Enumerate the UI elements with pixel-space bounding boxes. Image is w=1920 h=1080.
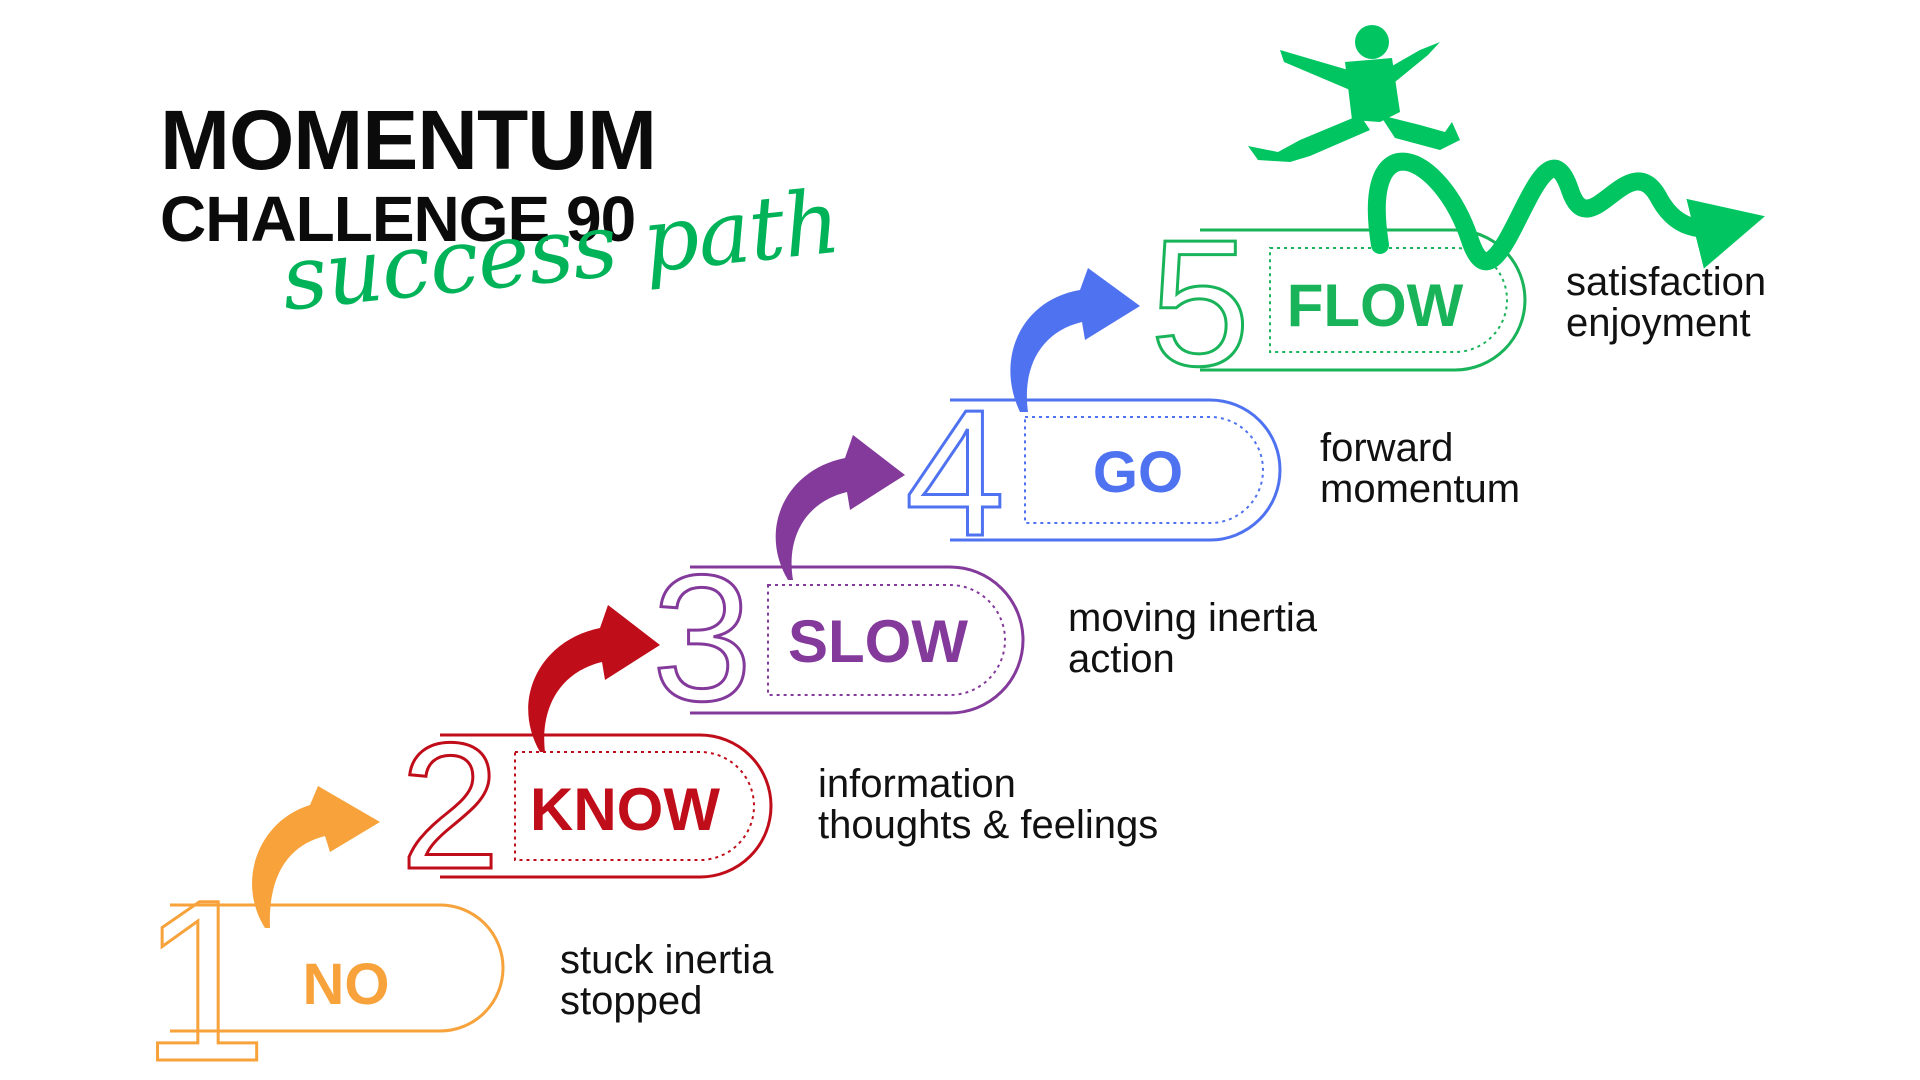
step-4-pill (950, 398, 1282, 542)
step-3-desc-line1: moving inertia (1068, 596, 1318, 640)
step-2-desc-line1: information (818, 762, 1016, 806)
step-2-pill (440, 733, 773, 879)
step-4-desc-line1: forward (1320, 426, 1454, 470)
step-2-number: 2 (400, 706, 500, 907)
curved-arrow-icon (252, 786, 380, 928)
step-3-description: moving inertia action (1068, 598, 1317, 680)
jumping-person-silhouette-icon (1248, 25, 1460, 162)
step-4-desc-line2: momentum (1320, 467, 1521, 511)
step-3-pill (690, 565, 1025, 715)
step-3-desc-line2: action (1068, 637, 1175, 681)
step-5-description: satisfaction enjoyment (1566, 262, 1766, 344)
step-4-inner-dashed (1024, 416, 1264, 524)
step-5-desc-line2: enjoyment (1566, 301, 1751, 345)
step-3-label: SLOW (788, 608, 968, 675)
step-flow: 5 FLOW (1149, 202, 1527, 406)
curved-arrow-icon (775, 435, 905, 580)
curved-arrow-icon (528, 605, 660, 752)
curved-arrow-icon (1010, 268, 1140, 412)
step-1-desc-line2: stopped (560, 979, 703, 1023)
step-1-description: stuck inertia stopped (560, 940, 773, 1022)
squiggle-arrow-icon (1367, 152, 1765, 271)
step-1-pill (170, 903, 505, 1033)
step-5-desc-line1: satisfaction (1566, 260, 1767, 304)
step-no: 1 NO (139, 786, 505, 1080)
step-3-number: 3 (652, 538, 752, 739)
step-1-label: NO (303, 952, 390, 1017)
step-5-pill (1200, 228, 1527, 372)
step-1-number: 1 (140, 852, 268, 1080)
step-4-number: 4 (905, 373, 1005, 574)
title-momentum: MOMENTUM (160, 93, 657, 187)
step-5-label: FLOW (1287, 272, 1464, 339)
step-go: 4 GO (904, 268, 1282, 576)
title-challenge-90: CHALLENGE 90 (160, 183, 636, 255)
step-slow: 3 SLOW (651, 435, 1025, 741)
step-3-inner-dashed (767, 584, 1006, 696)
step-2-desc-line2: thoughts & feelings (818, 803, 1159, 847)
step-1-desc-line1: stuck inertia (560, 938, 774, 982)
step-2-label: KNOW (530, 776, 720, 843)
step-4-label: GO (1093, 440, 1183, 505)
step-5-number: 5 (1150, 203, 1250, 404)
step-know: 2 KNOW (399, 605, 773, 909)
step-2-description: information thoughts & feelings (818, 764, 1158, 846)
step-4-description: forward momentum (1320, 428, 1520, 510)
